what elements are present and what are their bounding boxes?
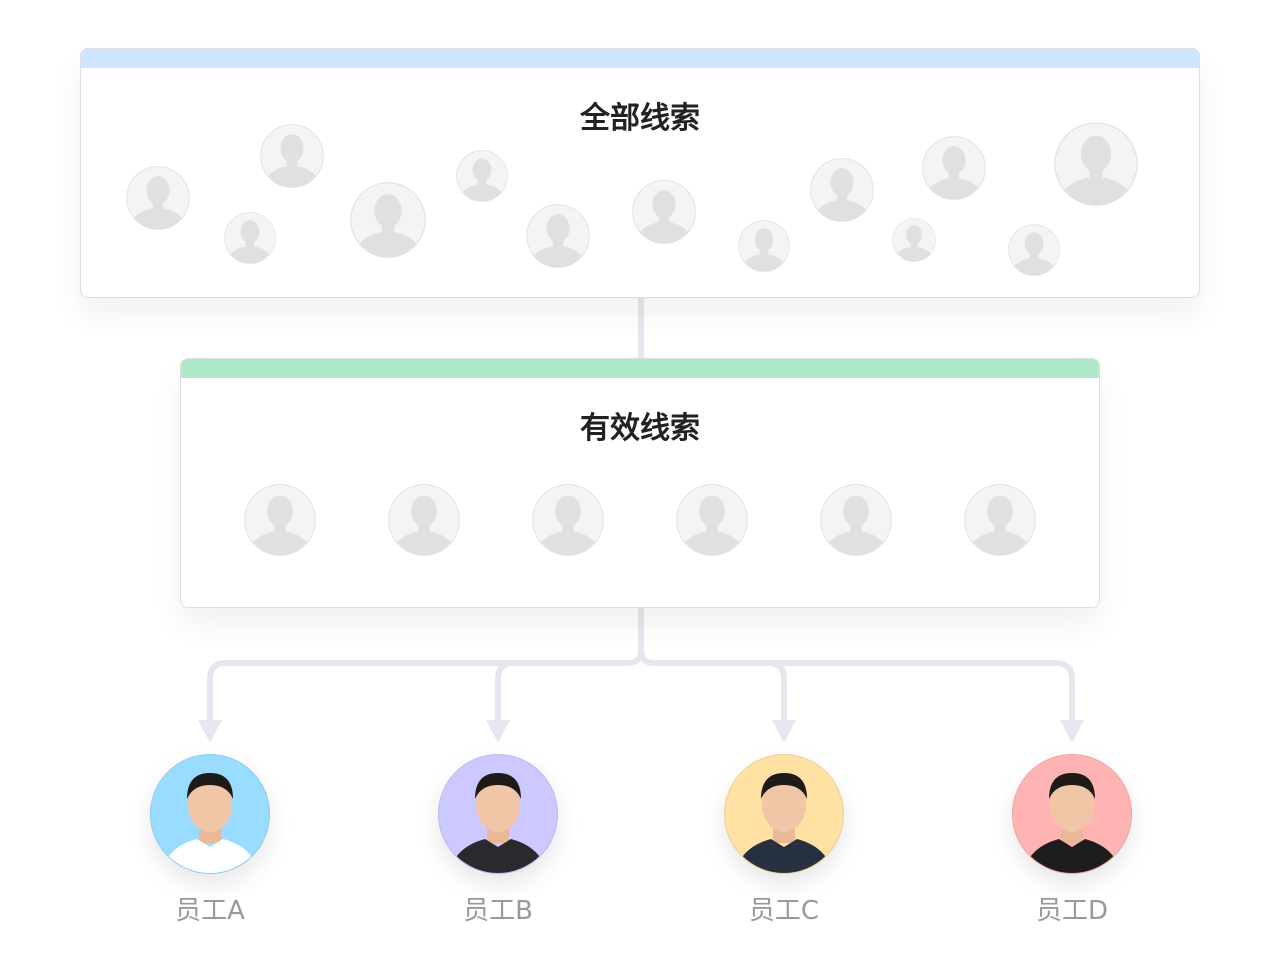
valid-leads-panel: 有效线索 [180, 358, 1100, 608]
placeholder-avatar-icon [1008, 224, 1060, 280]
arrow-icon [772, 720, 796, 743]
placeholder-avatar-icon [244, 484, 316, 560]
placeholder-avatar-icon [964, 484, 1036, 560]
all-leads-panel: 全部线索 [80, 48, 1200, 298]
arrow-icon [1060, 720, 1084, 743]
placeholder-avatar-icon [224, 212, 276, 268]
employee-name: 员工C [748, 896, 820, 926]
placeholder-avatar-icon [526, 204, 590, 272]
panel-title: 全部线索 [580, 101, 700, 136]
panel-title: 有效线索 [580, 411, 700, 446]
placeholder-avatar-icon [922, 136, 986, 204]
employee-avatar [724, 754, 844, 874]
connector-d [760, 660, 1075, 722]
placeholder-avatar-icon [388, 484, 460, 560]
connector-a [207, 607, 644, 722]
placeholder-avatar-icon [632, 180, 696, 248]
employee-avatar [150, 754, 270, 874]
placeholder-avatar-icon [820, 484, 892, 560]
connector-b [495, 660, 560, 722]
panel-accent-bar [181, 359, 1099, 378]
employee-name: 员工A [175, 896, 245, 926]
placeholder-avatar-icon [260, 124, 324, 192]
placeholder-avatar-icon [1054, 122, 1138, 210]
placeholder-avatar-icon [810, 158, 874, 226]
employee-node: 员工C [724, 754, 844, 927]
employee-node: 员工D [1012, 754, 1132, 927]
placeholder-avatar-icon [676, 484, 748, 560]
placeholder-avatar-icon [532, 484, 604, 560]
employee-name: 员工B [463, 896, 533, 926]
employee-avatar [1012, 754, 1132, 874]
employee-name: 员工D [1035, 896, 1109, 926]
employee-avatar [438, 754, 558, 874]
placeholder-avatar-icon [892, 218, 936, 266]
placeholder-avatar-icon [738, 220, 790, 276]
employee-node: 员工B [438, 754, 558, 927]
employee-node: 员工A [150, 754, 270, 927]
arrow-icon [486, 720, 510, 743]
arrow-icon [198, 720, 222, 743]
panel-accent-bar [81, 49, 1199, 68]
placeholder-avatar-icon [456, 150, 508, 206]
placeholder-avatar-icon [350, 182, 426, 262]
placeholder-avatar-icon [126, 166, 190, 234]
